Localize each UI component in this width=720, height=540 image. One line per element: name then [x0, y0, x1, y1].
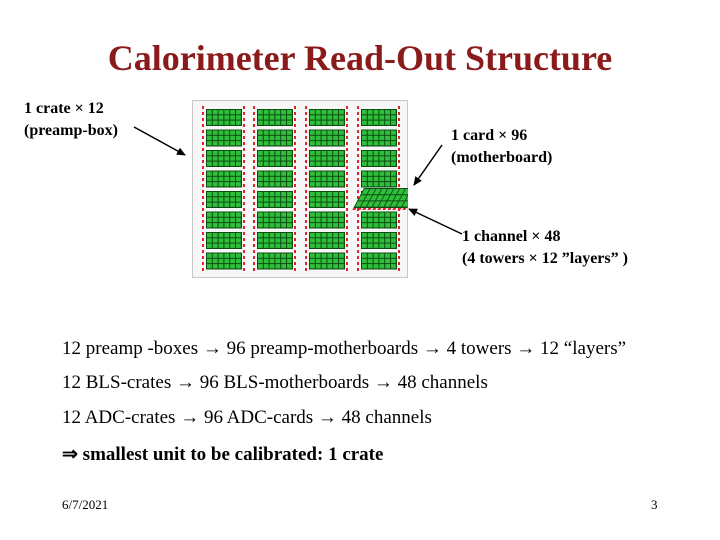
card-annotation-line2: (motherboard)	[451, 149, 553, 166]
board-card	[309, 129, 345, 147]
board-card	[309, 150, 345, 167]
crate-annotation: 1 crate × 12 (preamp-box)	[24, 98, 118, 142]
board-card	[206, 129, 242, 147]
crate-arrow	[133, 126, 186, 156]
board-card	[309, 232, 345, 249]
card-annotation: 1 card × 96 (motherboard)	[451, 125, 552, 169]
card-annotation-line1: 1 card × 96	[451, 127, 528, 144]
channel-annotation: 1 channel × 48 (4 towers × 12 ”layers” )	[462, 226, 628, 270]
board-card	[361, 129, 397, 147]
board-card	[257, 170, 293, 188]
board-card	[206, 211, 242, 229]
page-title: Calorimeter Read-Out Structure	[107, 38, 613, 78]
board-card	[206, 109, 242, 126]
footer-date: 6/7/2021	[62, 497, 109, 512]
board-card	[206, 150, 242, 167]
conclusion-line: ⇒ smallest unit to be calibrated: 1 crat…	[62, 444, 384, 465]
card-arrow	[413, 144, 443, 186]
crate-column	[202, 106, 245, 272]
board-card	[309, 252, 345, 270]
board-card	[257, 191, 293, 208]
board-card	[309, 109, 345, 126]
board-card	[361, 150, 397, 167]
board-card	[257, 129, 293, 147]
board-card	[257, 252, 293, 270]
channel-arrow	[408, 208, 463, 235]
crate-annotation-line2: (preamp-box)	[24, 122, 118, 139]
crate-column	[357, 106, 400, 272]
page-number: 3	[651, 497, 658, 512]
chain-line-adc: 12 ADC-crates → 96 ADC-cards → 48 channe…	[62, 407, 432, 428]
board-card	[206, 252, 242, 270]
board-card	[361, 109, 397, 126]
board-card	[361, 211, 397, 229]
channel-annotation-line2: (4 towers × 12 ”layers” )	[462, 250, 628, 267]
board-card	[257, 211, 293, 229]
crate-column	[253, 106, 296, 272]
board-card	[361, 170, 397, 188]
board-card	[361, 252, 397, 270]
channel-annotation-line1: 1 channel × 48	[462, 228, 561, 245]
board-card	[206, 170, 242, 188]
board-card	[309, 211, 345, 229]
board-card	[257, 232, 293, 249]
crate-column	[305, 106, 348, 272]
board-card	[257, 109, 293, 126]
board-card	[206, 191, 242, 208]
board-card	[309, 191, 345, 208]
crate-figure	[192, 100, 408, 278]
crate-annotation-line1: 1 crate × 12	[24, 100, 104, 117]
board-card	[257, 150, 293, 167]
board-card	[361, 232, 397, 249]
chain-line-bls: 12 BLS-crates → 96 BLS-motherboards → 48…	[62, 372, 488, 393]
chain-line-preamp: 12 preamp -boxes → 96 preamp-motherboard…	[62, 338, 627, 359]
board-card	[206, 232, 242, 249]
board-card	[309, 170, 345, 188]
highlighted-card	[352, 188, 408, 210]
